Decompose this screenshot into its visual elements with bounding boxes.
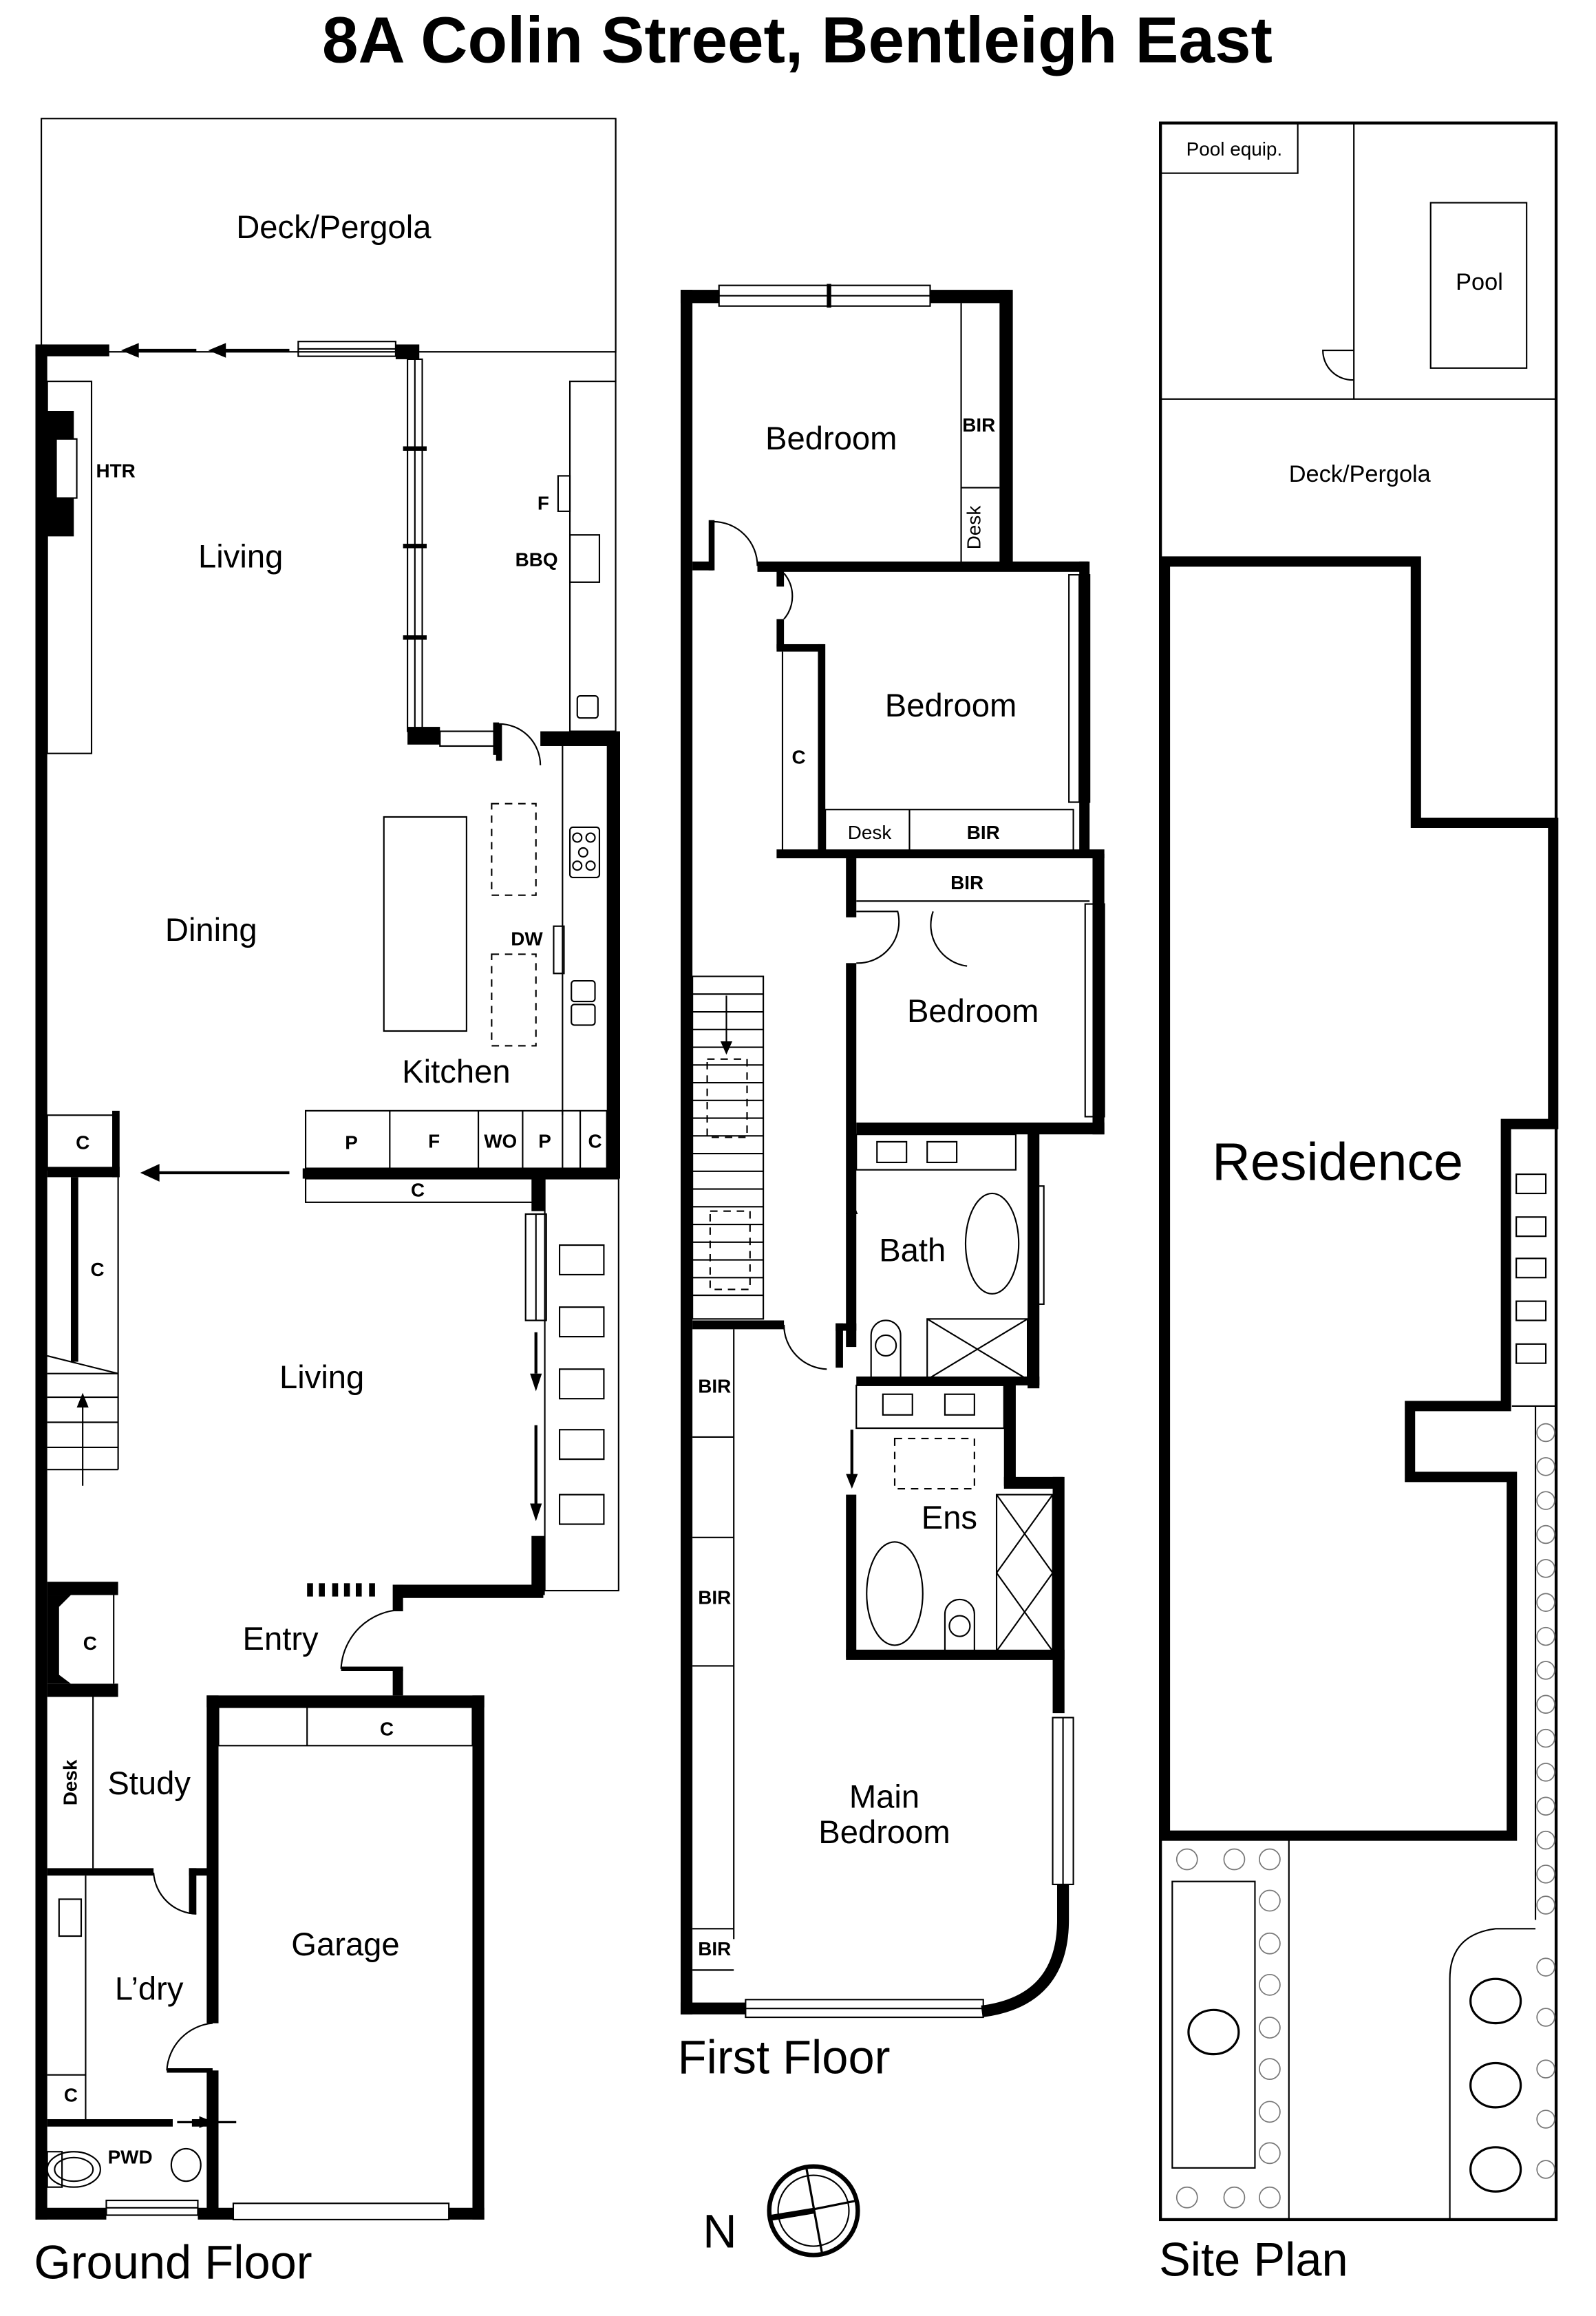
pool-equip-label: Pool equip. bbox=[1187, 138, 1282, 160]
ground-floor-plan: HTR Living Deck/Pergola F BBQ DW Dining … bbox=[34, 118, 620, 2289]
entry-cupboard-label: C bbox=[83, 1633, 97, 1654]
tree-icon bbox=[1187, 1977, 1522, 2193]
stair-top-cupboard-label: C bbox=[76, 1132, 89, 1154]
desk-2-label: Desk bbox=[848, 822, 892, 843]
pool-label: Pool bbox=[1456, 269, 1503, 295]
room-label-bedroom-1: Bedroom bbox=[765, 421, 897, 457]
pantry-2-label: P bbox=[538, 1130, 551, 1151]
bir-2-label: BIR bbox=[967, 822, 1000, 843]
room-label-main-bedroom-2: Bedroom bbox=[818, 1814, 950, 1851]
ground-stairs bbox=[47, 1354, 118, 1486]
room-label-living-lower: Living bbox=[279, 1359, 364, 1396]
compass-north-label: N bbox=[703, 2205, 737, 2258]
stair-cupboard-label: C bbox=[91, 1259, 105, 1280]
page-title: 8A Colin Street, Bentleigh East bbox=[322, 5, 1273, 77]
first-floor-plan: BIR Desk Bedroom C Bedroom Desk BIR BIR bbox=[678, 284, 1105, 2084]
room-label-dining: Dining bbox=[165, 912, 257, 948]
room-label-bath: Bath bbox=[879, 1233, 946, 1269]
north-compass-icon: N bbox=[703, 2164, 860, 2258]
hall-cupboard-label: C bbox=[792, 747, 806, 768]
sliding-door-arrow bbox=[120, 343, 290, 358]
room-label-study: Study bbox=[107, 1765, 191, 1802]
bbq-label: BBQ bbox=[515, 549, 558, 570]
site-deck-label: Deck/Pergola bbox=[1289, 461, 1432, 487]
first-floor-stairs bbox=[692, 975, 765, 1320]
room-label-bedroom-2: Bedroom bbox=[885, 688, 1017, 724]
bir-main-2-label: BIR bbox=[698, 1586, 731, 1608]
bir-3-label: BIR bbox=[950, 872, 983, 893]
room-label-bedroom-3: Bedroom bbox=[907, 993, 1039, 1030]
heater-label: HTR bbox=[96, 460, 135, 482]
room-label-deck: Deck/Pergola bbox=[236, 209, 432, 246]
bir-main-1-label: BIR bbox=[698, 1376, 731, 1397]
residence-label: Residence bbox=[1212, 1133, 1463, 1192]
room-label-entry: Entry bbox=[243, 1621, 319, 1657]
kitchen-cupboard-label: C bbox=[588, 1130, 602, 1151]
bir-main-3-label: BIR bbox=[698, 1938, 731, 1959]
shrub-icon bbox=[1175, 1423, 1555, 2209]
entry-screen bbox=[307, 1583, 375, 1597]
pantry-1-label: P bbox=[345, 1132, 358, 1154]
plan-label-ground-floor: Ground Floor bbox=[34, 2236, 312, 2289]
under-cupboard-label: C bbox=[411, 1179, 425, 1200]
desk-label: Desk bbox=[60, 1759, 81, 1805]
dishwasher-label: DW bbox=[511, 928, 543, 950]
room-label-garage: Garage bbox=[291, 1926, 399, 1963]
wall-oven-label: WO bbox=[484, 1130, 517, 1151]
bir-1-label: BIR bbox=[962, 414, 995, 436]
laundry-cupboard-label: C bbox=[64, 2084, 78, 2105]
room-label-kitchen: Kitchen bbox=[402, 1054, 510, 1090]
room-label-main-bedroom-1: Main bbox=[849, 1778, 919, 1815]
outdoor-fridge-label: F bbox=[538, 493, 549, 514]
room-label-living-upper: Living bbox=[198, 538, 283, 575]
fridge-label: F bbox=[428, 1130, 440, 1151]
room-label-ensuite: Ens bbox=[922, 1500, 977, 1536]
room-label-laundry: L’dry bbox=[115, 1970, 184, 2007]
plan-label-site-plan: Site Plan bbox=[1159, 2233, 1348, 2286]
site-plan: Pool equip. Pool Deck/Pergola Residence bbox=[1159, 121, 1559, 2286]
desk-1-label: Desk bbox=[963, 506, 984, 550]
room-label-powder: PWD bbox=[108, 2146, 153, 2167]
garage-cupboard-label: C bbox=[380, 1718, 394, 1739]
plan-label-first-floor: First Floor bbox=[678, 2031, 891, 2084]
